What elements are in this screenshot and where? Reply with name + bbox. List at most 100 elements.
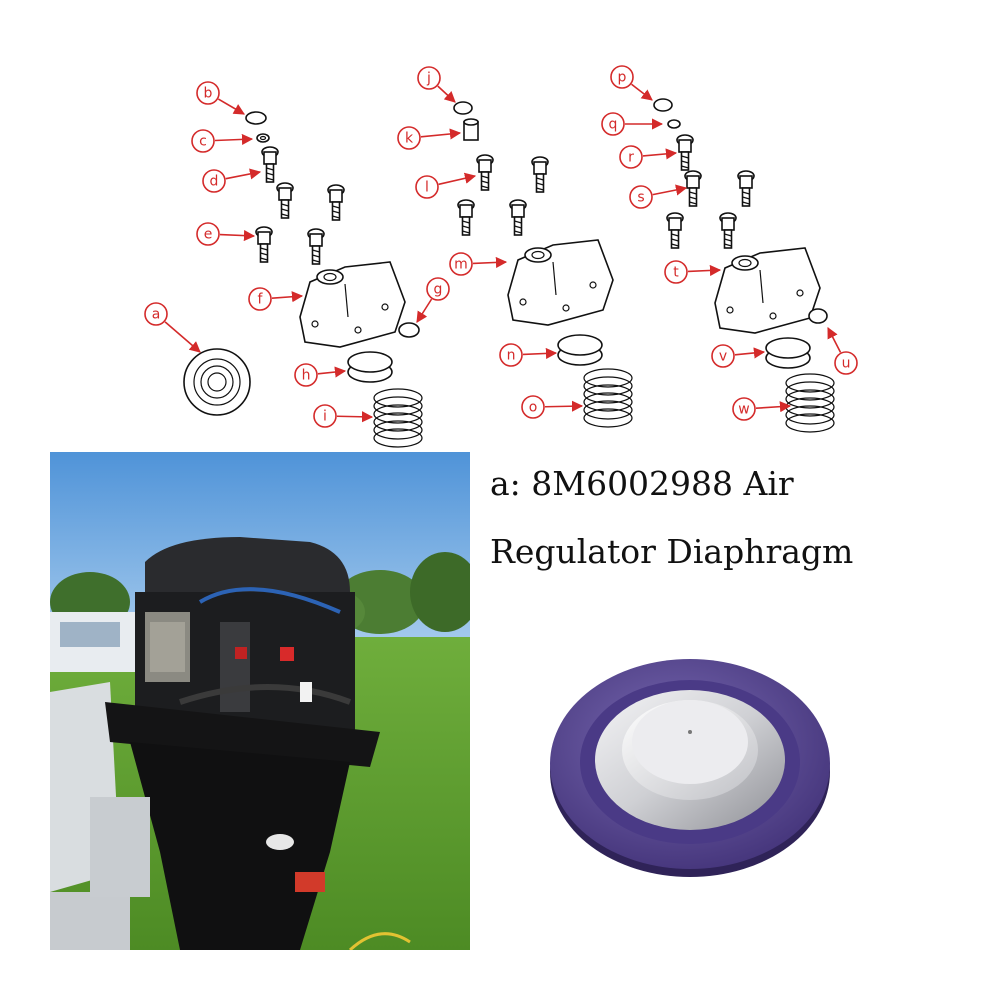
callout-arrow	[336, 411, 374, 423]
outboard-motor-illustration	[50, 452, 470, 950]
callout-letter: t	[673, 265, 679, 281]
callout-circle	[202, 169, 226, 193]
caption-line-part-name: Regulator Diaphragm	[490, 532, 854, 571]
callout-letter: n	[507, 348, 516, 364]
callout-l: l	[415, 172, 477, 199]
part-caption: a: 8M6002988 Air Regulator Diaphragm	[490, 450, 950, 586]
callout-u: u	[827, 327, 858, 375]
callout-k: k	[397, 126, 462, 150]
callout-s: s	[629, 184, 688, 209]
callout-arrow	[271, 291, 304, 303]
callout-arrow	[544, 400, 584, 412]
callout-arrow	[687, 264, 722, 277]
caption-line-part-number: a: 8M6002988 Air	[490, 464, 794, 503]
callout-w: w	[732, 397, 792, 421]
callout-letter: w	[738, 402, 749, 418]
callout-letter: c	[199, 134, 207, 150]
callout-arrow	[420, 128, 462, 140]
diaphragm-part-drawing	[183, 348, 251, 416]
callout-letter: f	[258, 292, 264, 308]
callout-i: i	[313, 404, 374, 428]
callout-arrow	[734, 347, 766, 359]
callout-arrow	[755, 401, 792, 413]
callout-circle	[426, 277, 450, 301]
callout-c: c	[191, 129, 254, 153]
callout-letter: i	[323, 409, 327, 425]
callout-p: p	[610, 65, 653, 101]
regulator-assembly-3	[653, 98, 835, 433]
callout-circle	[601, 112, 625, 136]
callout-circle	[834, 351, 858, 375]
callout-arrow	[217, 98, 245, 115]
callout-j: j	[417, 66, 456, 103]
callout-arrow	[164, 321, 201, 353]
callout-letter: a	[152, 307, 161, 323]
callout-circle	[619, 145, 643, 169]
callout-d: d	[202, 168, 262, 193]
callout-a: a	[144, 302, 201, 353]
callout-circle	[664, 260, 688, 284]
callout-circle	[499, 343, 523, 367]
callout-letter: d	[210, 174, 219, 190]
callout-letter: k	[405, 131, 414, 147]
callout-arrow	[642, 148, 678, 160]
callout-letter: b	[204, 86, 213, 102]
callout-q: q	[601, 112, 664, 136]
callout-f: f	[248, 287, 304, 311]
callout-o: o	[521, 395, 584, 419]
callout-circle	[144, 302, 168, 326]
callout-arrow	[631, 83, 653, 101]
callout-r: r	[619, 145, 678, 169]
callout-arrow	[827, 327, 842, 353]
callout-arrow	[438, 172, 477, 186]
callout-circle	[417, 66, 441, 90]
callout-circle	[610, 65, 634, 89]
outboard-motor-photo	[50, 452, 470, 950]
callout-circle	[711, 344, 735, 368]
regulator-assembly-1	[245, 111, 423, 448]
callout-b: b	[196, 81, 245, 115]
callout-arrow	[522, 347, 558, 360]
callout-letter: e	[204, 227, 213, 243]
callout-circle	[415, 175, 439, 199]
exploded-parts-diagram: a b c d e f g h i j k l m n o p q r s t u v w	[144, 65, 858, 448]
callout-m: m	[449, 252, 508, 276]
callout-letter: o	[529, 400, 538, 416]
callout-t: t	[664, 260, 722, 284]
callout-letter: q	[609, 117, 618, 133]
callout-n: n	[499, 343, 558, 367]
callout-arrow	[652, 184, 688, 196]
callout-letter: p	[618, 70, 627, 86]
callout-h: h	[294, 363, 347, 387]
callout-arrow	[225, 168, 262, 180]
callout-circle	[196, 81, 220, 105]
diaphragm-product-render	[540, 640, 840, 880]
callout-arrow	[214, 133, 254, 146]
callout-letter: h	[302, 368, 311, 384]
callout-arrow	[317, 366, 347, 378]
callout-arrow	[416, 298, 433, 323]
callout-circle	[449, 252, 473, 276]
callout-letter: m	[454, 257, 468, 273]
callout-circle	[294, 363, 318, 387]
callout-circle	[397, 126, 421, 150]
callout-labels: a b c d e f g h i j k l m n o p q r s t u v w	[144, 65, 858, 428]
callout-arrow	[472, 256, 508, 269]
callout-circle	[248, 287, 272, 311]
callout-letter: l	[425, 180, 429, 196]
callout-letter: s	[637, 190, 644, 206]
callout-arrow	[219, 229, 256, 242]
diaphragm-render	[550, 659, 830, 877]
callout-circle	[732, 397, 756, 421]
callout-letter: r	[628, 150, 634, 166]
callout-letter: g	[434, 282, 443, 298]
callout-circle	[191, 129, 215, 153]
callout-g: g	[416, 277, 450, 323]
regulator-assembly-2	[453, 101, 633, 428]
callout-circle	[196, 222, 220, 246]
callout-circle	[521, 395, 545, 419]
callout-letter: u	[842, 356, 851, 372]
callout-v: v	[711, 344, 766, 368]
callout-e: e	[196, 222, 256, 246]
